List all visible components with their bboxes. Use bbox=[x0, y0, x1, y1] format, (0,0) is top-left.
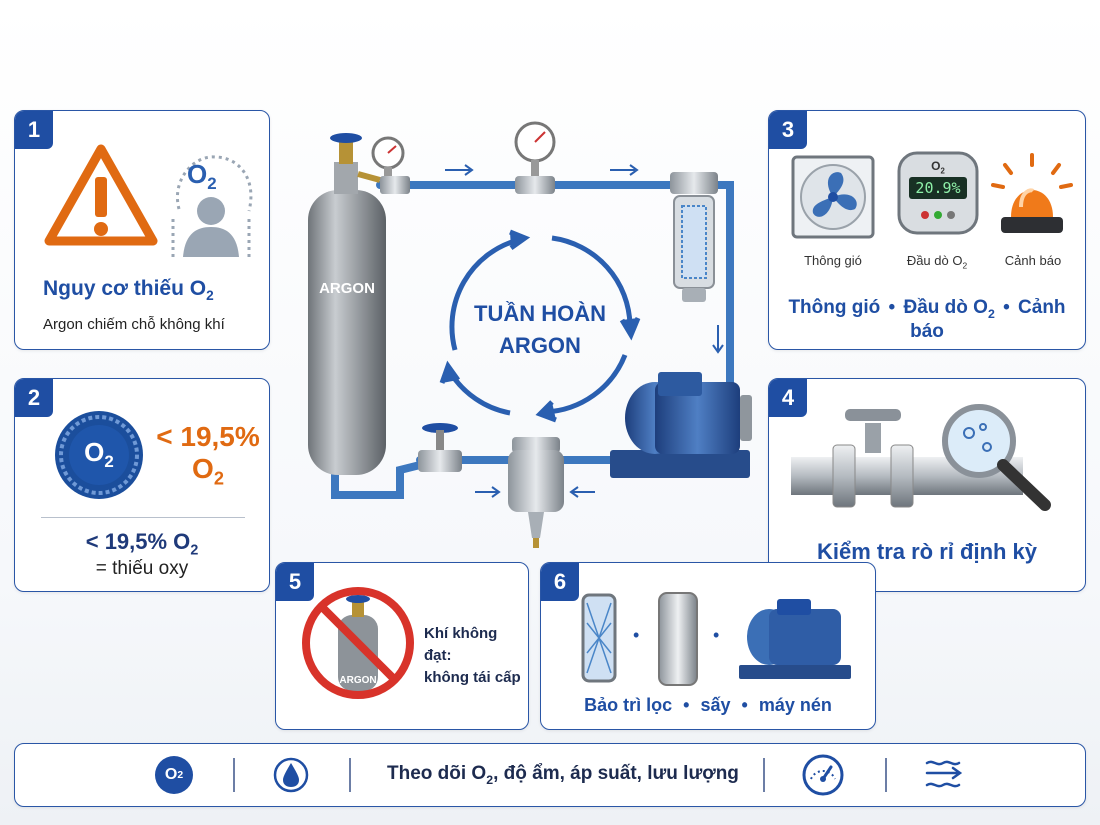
alarm-beacon-icon bbox=[991, 153, 1073, 233]
card-leak-inspection: 4 Kiểm tra rò rỉ định kỳ bbox=[768, 378, 1086, 592]
o2-detector-readout: 20.9% bbox=[915, 179, 961, 197]
o2-gauge-icon: O2 bbox=[51, 407, 147, 503]
footer-text: Theo dõi O2, độ ẩm, áp suất, lưu lượng bbox=[387, 763, 739, 787]
step-badge-2: 2 bbox=[15, 379, 53, 417]
compressor-pump bbox=[610, 372, 752, 478]
dryer-canister-icon bbox=[658, 592, 698, 686]
step-badge-5: 5 bbox=[276, 563, 314, 601]
pipe-leak-magnifier-icon bbox=[791, 404, 1051, 511]
card2-caption: < 19,5% O2 = thiếu oxy bbox=[85, 529, 199, 580]
footer-divider-1 bbox=[233, 758, 235, 792]
top-valve-fitting bbox=[380, 176, 410, 194]
card4-caption: Kiểm tra rò rỉ định kỳ bbox=[816, 539, 1038, 564]
card-maintenance: 6 • • Bảo trì lọc • sấy • máy nén bbox=[540, 562, 876, 730]
footer-divider-4 bbox=[885, 758, 887, 792]
footer-divider-3 bbox=[763, 758, 765, 792]
bottom-valve bbox=[418, 423, 462, 472]
warning-triangle-icon bbox=[44, 144, 158, 246]
filter-unit bbox=[670, 172, 718, 302]
line-pressure-gauge-icon bbox=[514, 121, 556, 194]
card2-divider bbox=[41, 517, 245, 518]
step-badge-3: 3 bbox=[769, 111, 807, 149]
label-o2-detector: Đầu dò O2 bbox=[906, 253, 968, 271]
step-badge-6: 6 bbox=[541, 563, 579, 601]
card-safety-equipment: 3 O2 20.9% Thông gió Đầu dò O2 Cả bbox=[768, 110, 1086, 350]
person-o2-icon: O2 bbox=[165, 149, 257, 261]
threshold-value: < 19,5% O2 bbox=[156, 421, 260, 489]
safety-icon-labels: Thông gió Đầu dò O2 Cảnh báo bbox=[769, 253, 1085, 275]
card-no-refill: 5 ARGON Khí không đạt: không tái cấp bbox=[275, 562, 529, 730]
card1-subtitle: Argon chiếm chỗ không khí bbox=[43, 316, 225, 333]
ventilation-fan-icon bbox=[791, 155, 875, 239]
card-o2-risk: 1 O2 Nguy cơ thiếu O2 Argon chiếm chỗ kh… bbox=[14, 110, 270, 350]
dryer-separator bbox=[508, 437, 564, 548]
card3-summary: Thông gió • Đầu dò O2 • Cảnh báo bbox=[788, 297, 1066, 342]
separator-dot-1: • bbox=[633, 625, 640, 645]
card-o2-threshold: 2 O2 < 19,5% O2 < 19,5% O2 = thiếu oxy bbox=[14, 378, 270, 592]
label-alarm: Cảnh báo bbox=[1004, 253, 1062, 268]
cylinder-pressure-gauge-icon bbox=[371, 136, 405, 181]
card1-title: Nguy cơ thiếu O2 bbox=[43, 277, 214, 304]
step-badge-1: 1 bbox=[15, 111, 53, 149]
flow-arrow-icons bbox=[445, 164, 724, 498]
prohibited-cylinder-icon: ARGON bbox=[298, 579, 418, 699]
flow-rate-icon bbox=[925, 760, 963, 788]
argon-recirculation-diagram: ARGON TUẦN HOÀN ARGON bbox=[290, 110, 760, 560]
filter-cartridge-icon bbox=[581, 593, 617, 683]
cycle-arrow-icon bbox=[439, 229, 641, 423]
o2-symbol: O bbox=[187, 159, 208, 189]
footer-divider-2 bbox=[349, 758, 351, 792]
cylinder-label: ARGON bbox=[319, 280, 375, 297]
label-ventilation: Thông gió bbox=[804, 253, 862, 268]
pressure-gauge-icon bbox=[802, 754, 844, 796]
step-badge-4: 4 bbox=[769, 379, 807, 417]
o2-detector-icon: O2 20.9% bbox=[897, 151, 979, 239]
compressor-icon bbox=[739, 599, 851, 679]
separator-dot-2: • bbox=[713, 625, 720, 645]
card6-caption: Bảo trì lọc • sấy • máy nén bbox=[584, 695, 832, 715]
humidity-drop-icon bbox=[273, 757, 309, 793]
cycle-title: TUẦN HOÀN ARGON bbox=[474, 301, 606, 358]
argon-cylinder bbox=[308, 133, 386, 475]
card5-text: Khí không đạt: không tái cấp bbox=[424, 625, 521, 686]
